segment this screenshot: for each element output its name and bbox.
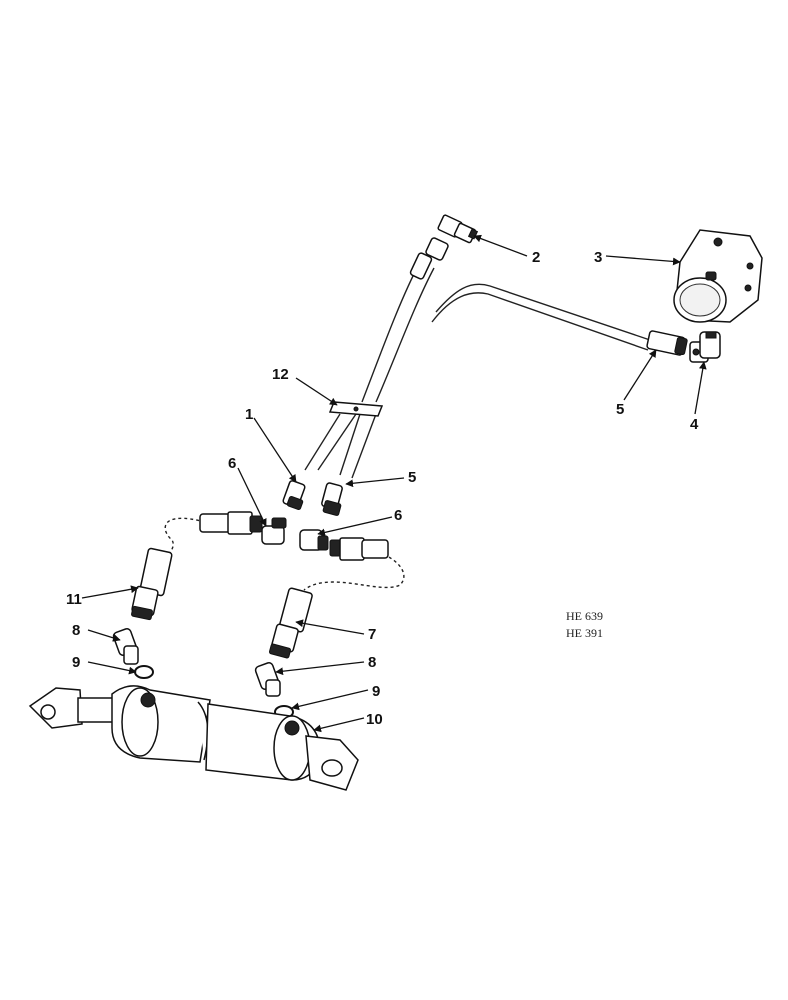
callout-12: 12 bbox=[272, 366, 289, 383]
callout-4: 4 bbox=[690, 416, 699, 433]
callout-5-upper: 5 bbox=[616, 401, 624, 418]
leader-lines bbox=[81, 234, 707, 733]
callout-labels: 2 3 5 4 12 1 5 6 6 11 8 9 7 8 9 10 bbox=[66, 249, 699, 728]
elbow-part-8-left[interactable] bbox=[112, 628, 139, 665]
adapter-part-5-upper[interactable] bbox=[646, 330, 688, 356]
elbow-part-4[interactable] bbox=[689, 331, 721, 363]
hose-end-part-7[interactable] bbox=[268, 587, 313, 659]
elbow-part-6-left[interactable] bbox=[261, 517, 287, 545]
elbow-part-8-right[interactable] bbox=[254, 662, 281, 697]
callout-9-left: 9 bbox=[72, 654, 80, 671]
hydraulic-cylinder-part-10[interactable] bbox=[28, 685, 359, 791]
callout-9-right: 9 bbox=[372, 683, 380, 700]
hose-fitting-right-horizontal[interactable] bbox=[329, 537, 389, 561]
callout-6-left: 6 bbox=[228, 455, 236, 472]
callout-7: 7 bbox=[368, 626, 376, 643]
hose-fitting-left-horizontal[interactable] bbox=[199, 511, 263, 535]
callout-6-right: 6 bbox=[394, 507, 402, 524]
callout-1: 1 bbox=[245, 406, 253, 423]
callout-10: 10 bbox=[366, 711, 383, 728]
pump-part-3[interactable] bbox=[673, 229, 763, 323]
o-ring-part-9-left[interactable] bbox=[134, 665, 154, 679]
clamp-part-12[interactable] bbox=[328, 401, 384, 417]
callout-3: 3 bbox=[594, 249, 602, 266]
hose-end-part-11[interactable] bbox=[131, 547, 173, 621]
elbow-part-6-right[interactable] bbox=[299, 529, 329, 551]
callout-5-lower: 5 bbox=[408, 469, 416, 486]
callout-11: 11 bbox=[66, 591, 82, 608]
tube-end-part-1[interactable] bbox=[282, 480, 306, 511]
callout-8-right: 8 bbox=[368, 654, 376, 671]
reference-codes: HE 639 HE 391 bbox=[566, 609, 603, 640]
tube-end-part-5-lower[interactable] bbox=[321, 482, 343, 516]
callout-2: 2 bbox=[532, 249, 540, 266]
reference-code-2: HE 391 bbox=[566, 626, 603, 640]
tee-fitting-part-2[interactable] bbox=[409, 214, 479, 280]
hose-lines bbox=[164, 261, 651, 591]
callout-8-left: 8 bbox=[72, 622, 80, 639]
reference-code-1: HE 639 bbox=[566, 609, 603, 623]
